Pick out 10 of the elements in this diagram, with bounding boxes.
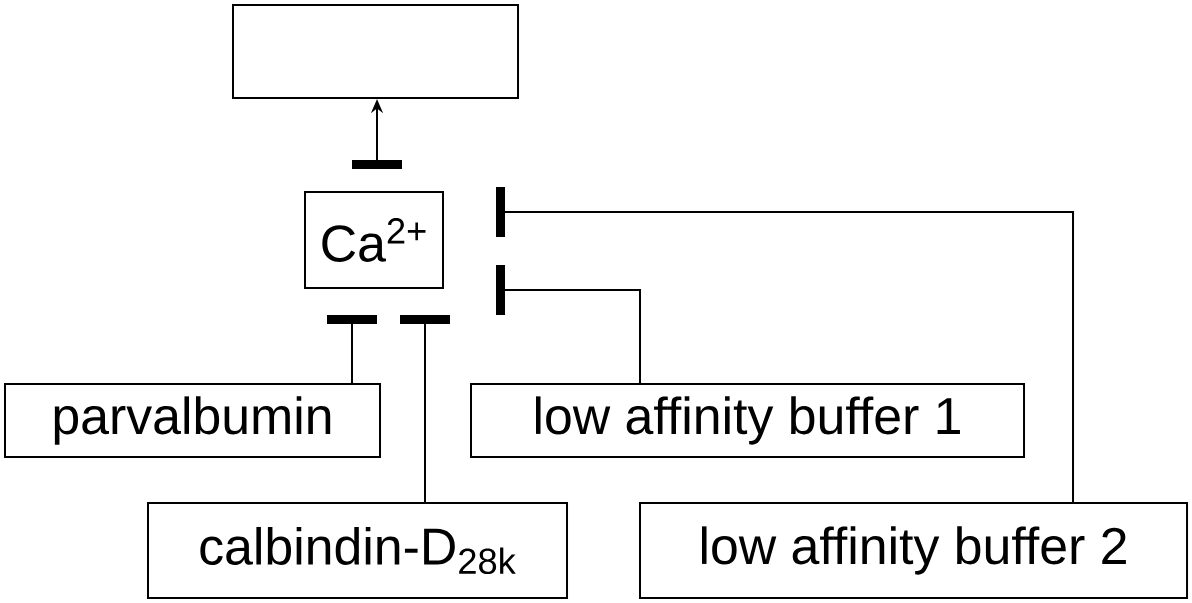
empty-box [232, 4, 519, 99]
inhibition-line [496, 265, 641, 384]
text-box: low affinity buffer 2 [639, 502, 1189, 599]
inhibition-line [400, 315, 450, 503]
inhibition-line [327, 315, 377, 384]
text-box: low affinity buffer 1 [470, 383, 1026, 458]
inhibition-line [496, 187, 1074, 503]
text-box: parvalbumin [4, 383, 381, 458]
text-box: Ca$^{2+}$ [304, 191, 444, 289]
text-box: calbindin-D$_{28k}$ [147, 502, 568, 599]
